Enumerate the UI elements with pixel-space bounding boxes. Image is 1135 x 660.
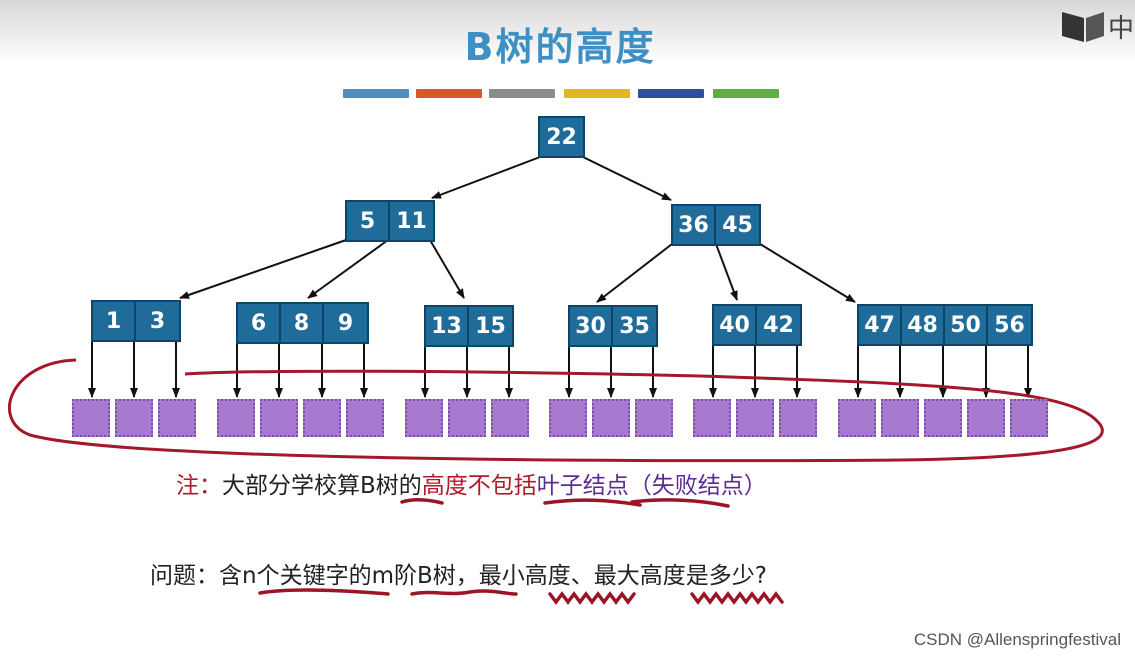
color-bar (489, 89, 555, 98)
underline-mark (258, 588, 390, 596)
edge (582, 156, 672, 201)
leaf-node (838, 399, 876, 437)
underline-mark (400, 498, 444, 505)
tree-node-level3: 47 48 50 56 (857, 304, 1033, 346)
leaf-node (924, 399, 962, 437)
leaf-node (158, 399, 196, 437)
tree-key: 35 (619, 313, 650, 339)
tree-key: 15 (475, 313, 506, 339)
tree-key: 22 (546, 124, 577, 150)
underline-mark (543, 498, 642, 507)
edge (307, 239, 389, 299)
tree-node-level3: 13 15 (424, 305, 514, 347)
tree-node-level3: 30 35 (568, 305, 658, 347)
edge (715, 243, 738, 301)
top-bar (0, 0, 1135, 62)
leaf-node (217, 399, 255, 437)
tree-node-level3: 40 42 (712, 304, 802, 346)
leaf-node (592, 399, 630, 437)
leaf-node (303, 399, 341, 437)
leaf-node (448, 399, 486, 437)
underline-mark (410, 589, 518, 596)
tree-key: 5 (347, 202, 390, 240)
underline-mark (690, 591, 784, 605)
watermark: CSDN @Allenspringfestival (913, 630, 1121, 649)
note-highlight: 高度不包括 (421, 473, 537, 499)
logo-icon (1062, 12, 1104, 42)
question-body: 含n个关键字的m阶B树，最小高度、最大高度是多少? (219, 563, 767, 589)
edge (596, 243, 673, 303)
underline-mark (630, 498, 730, 508)
leaf-node (881, 399, 919, 437)
note-part: 大部分学校算B树的 (222, 473, 422, 499)
edge (429, 239, 465, 299)
leaf-node (260, 399, 298, 437)
tree-key: 3 (149, 308, 166, 334)
tree-key: 42 (763, 312, 794, 338)
leaf-node (115, 399, 153, 437)
color-bar (638, 89, 704, 98)
color-bar (416, 89, 482, 98)
tree-key: 11 (396, 208, 427, 234)
leaf-node (736, 399, 774, 437)
note-text: 注：大部分学校算B树的高度不包括叶子结点（失败结点） (176, 466, 767, 500)
leaf-node (549, 399, 587, 437)
edge (759, 243, 856, 303)
leaf-node (967, 399, 1005, 437)
question-prefix: 问题： (150, 563, 219, 589)
logo-text: 中 (1108, 14, 1135, 44)
color-bar (564, 89, 630, 98)
color-bar (713, 89, 779, 98)
leaf-node (779, 399, 817, 437)
tree-key: 6 (238, 304, 281, 342)
note-highlight: 叶子结点（失败结点） (536, 473, 767, 499)
tree-key: 40 (714, 306, 757, 344)
color-bar (343, 89, 409, 98)
tree-key: 1 (93, 302, 136, 340)
tree-key: 30 (570, 307, 613, 345)
tree-key: 47 (859, 306, 902, 344)
edge (179, 239, 347, 299)
tree-key: 9 (337, 310, 354, 336)
leaf-node (346, 399, 384, 437)
tree-node-level2: 36 45 (671, 204, 761, 246)
leaf-node (491, 399, 529, 437)
tree-key: 8 (281, 304, 324, 342)
tree-key: 56 (994, 312, 1025, 338)
leaf-node (72, 399, 110, 437)
tree-node-level3: 1 3 (91, 300, 181, 342)
edge (431, 156, 541, 199)
slide-title: B树的高度 (464, 25, 656, 69)
underline-mark (548, 591, 636, 605)
tree-key: 13 (426, 307, 469, 345)
note-prefix: 注： (176, 473, 222, 499)
tree-node-level2: 5 11 (345, 200, 435, 242)
tree-key: 48 (902, 306, 945, 344)
tree-node-level3: 6 8 9 (236, 302, 369, 344)
leaf-node (405, 399, 443, 437)
leaf-node (635, 399, 673, 437)
leaf-node (1010, 399, 1048, 437)
tree-key: 50 (945, 306, 988, 344)
annotation-ellipse (7, 358, 1104, 463)
leaf-node (693, 399, 731, 437)
question-text: 问题：含n个关键字的m阶B树，最小高度、最大高度是多少? (150, 556, 767, 590)
tree-key: 45 (722, 212, 753, 238)
tree-key: 36 (673, 206, 716, 244)
tree-node-root: 22 (538, 116, 585, 158)
